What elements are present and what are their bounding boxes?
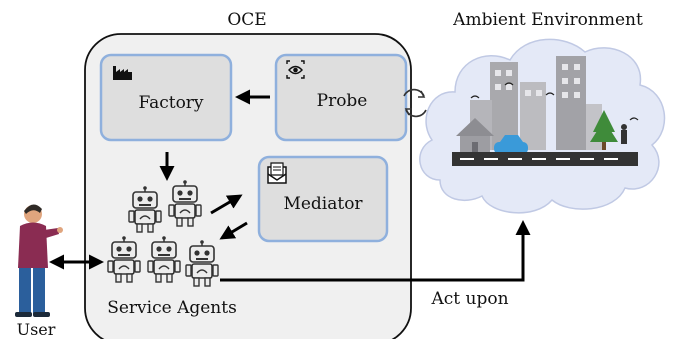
factory-label: Factory <box>138 93 203 113</box>
factory-icon <box>113 66 132 80</box>
mediator-label: Mediator <box>283 194 363 214</box>
probe-label: Probe <box>317 91 368 111</box>
envelope-icon <box>267 162 287 184</box>
eye-probe-icon <box>286 60 305 79</box>
oce-title: OCE <box>227 10 266 30</box>
act-upon-label: Act upon <box>430 289 508 309</box>
environment-title: Ambient Environment <box>452 10 643 30</box>
arrow-agents-to-mediator <box>210 194 243 215</box>
probe-box <box>274 53 408 142</box>
factory-box <box>99 53 233 142</box>
user-label: User <box>17 320 56 339</box>
city-illustration <box>452 56 639 166</box>
arrow-mediator-to-agents <box>219 221 248 240</box>
service-agents-label: Service Agents <box>107 298 237 318</box>
arrow-act-upon <box>220 220 531 282</box>
mediator-box <box>257 155 389 243</box>
user-figure <box>15 204 63 317</box>
refresh-cycle-icon <box>403 88 427 118</box>
